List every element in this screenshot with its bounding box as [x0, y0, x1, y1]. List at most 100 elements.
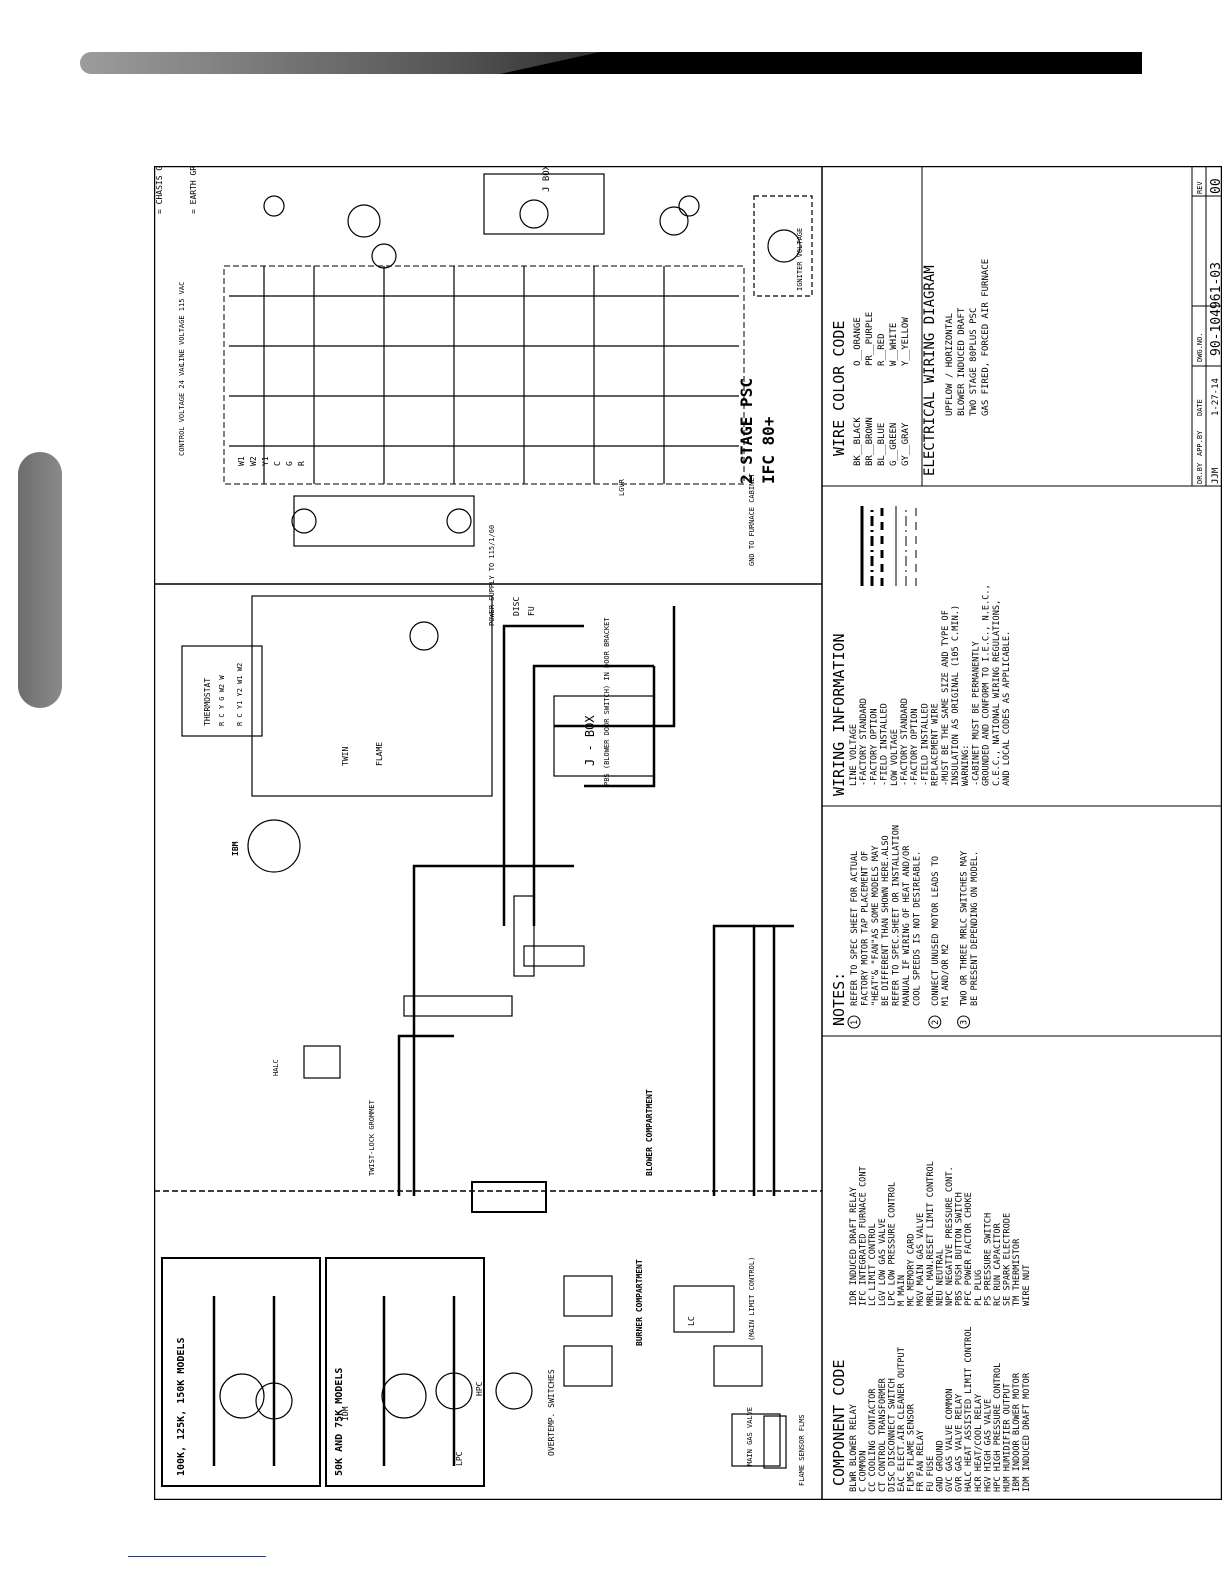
note-number: 3 — [960, 1020, 970, 1025]
lpc-label: LPC — [455, 1451, 464, 1466]
component-code-right-6: MC MEMORY CARD — [907, 1234, 917, 1306]
component-code-right-8: MRLC MAN.RESET LIMIT CONTROL — [926, 1161, 936, 1306]
component-code-right-5: M MAIN — [897, 1275, 907, 1306]
wiring-info-line-1: -FACTORY STANDARD — [859, 698, 869, 786]
fu-label: FU — [527, 606, 536, 616]
subtitle-line-3: TWO STAGE 80PLUS PSC — [969, 308, 979, 416]
component-code-left-8: FU FUSE — [926, 1456, 936, 1492]
wiring-info-line-6: -FACTORY OPTION — [910, 708, 920, 786]
date-value: 1-27-14 — [1211, 378, 1221, 416]
component-code-left-1: C COMMON — [859, 1451, 869, 1492]
wiring-info-line-9: -MUST BE THE SAME SIZE AND TYPE OF — [941, 610, 951, 786]
wiring-information-block: WIRING INFORMATION LINE VOLTAGE-FACTORY … — [830, 506, 1012, 796]
component-code-left-16: HUM HUMIDIFIER OUTPUT — [1003, 1383, 1013, 1492]
note-line: REFER TO SPEC.SHEET OR INSTALLATION — [892, 825, 902, 1006]
component-code-right-17: TM THERMISTOR — [1012, 1238, 1022, 1306]
note-number: 2 — [931, 1020, 941, 1025]
note-line: M1 AND/OR M2 — [941, 944, 951, 1006]
component-code-left-6: FLMS FLAME SENSOR — [907, 1403, 917, 1492]
flame-sensor-label: FLAME SENSOR FLMS — [798, 1414, 806, 1486]
idm-label: IDM — [341, 1406, 350, 1421]
wiring-info-line-7: -FIELD INSTALLED — [920, 703, 930, 786]
component-code-left-18: IDM INDUCED DRAFT MOTOR — [1022, 1372, 1032, 1492]
models-bottom-label: 50K AND 75K MODELS — [334, 1368, 345, 1476]
flame-label: FLAME — [375, 742, 384, 766]
component-code-right-16: SE SPARK ELECTRODE — [1003, 1213, 1013, 1306]
rev-label: REV — [1196, 181, 1204, 194]
component-code-left-7: FR FAN RELAY — [916, 1429, 926, 1492]
terminal-g: G — [285, 461, 294, 466]
component-code-right-11: PBS PUSH BUTTON SWITCH — [955, 1192, 965, 1306]
overtemp-label: OVERTEMP. SWITCHES — [547, 1369, 556, 1456]
dr-by-label: DR.BY — [1196, 462, 1204, 484]
disc-label: DISC — [512, 597, 521, 616]
thermostat-terms-2: R C Y1 Y2 W1 W2 — [236, 663, 244, 726]
app-by-label: APP.BY — [1196, 430, 1204, 456]
terminal-w2: W2 — [249, 456, 258, 466]
component-code-left-5: EAC ELECT.AIR CLEANER OUTPUT — [897, 1347, 907, 1492]
twin-label: TWIN — [341, 747, 350, 766]
wiring-info-line-2: -FACTORY OPTION — [869, 708, 879, 786]
dr-by-value: JJM — [1211, 467, 1221, 484]
terminal-c: C — [273, 461, 282, 466]
wire-color-left-3: G__GREEN — [889, 423, 899, 466]
wiring-info-line-11: WARNING: — [961, 745, 971, 786]
component-code-left-0: BLWR BLOWER RELAY — [849, 1403, 859, 1492]
title-block: ELECTRICAL WIRING DIAGRAM UPFLOW / HORIZ… — [921, 166, 1222, 486]
component-code-left-4: DISC DISCONNECT SWITCH — [887, 1378, 897, 1492]
halc-label: HALC — [272, 1059, 280, 1076]
component-code-right-14: PS PRESSURE SWITCH — [983, 1213, 993, 1306]
jbox-schematic-label: J - BOX — [583, 715, 597, 766]
board-label: 2 STAGE PSC — [737, 378, 756, 484]
notes-title: NOTES: — [830, 972, 848, 1026]
component-code-left-2: CC COOLING CONTACTOR — [868, 1388, 878, 1492]
note-line: BE PRESENT DEPENDING ON MODEL. — [970, 851, 980, 1006]
wiring-info-line-8: REPLACEMENT WIRE — [931, 703, 941, 786]
component-code-right-4: LPC LOW PRESSURE CONTROL — [887, 1182, 897, 1306]
models-top-label: 100K, 125K, 150K MODELS — [176, 1338, 187, 1476]
component-code-left-14: HGV HIGH GAS VALVE — [983, 1399, 993, 1492]
subtitle-line-2: BLOWER INDUCED DRAFT — [957, 307, 967, 416]
component-code-right-1: IFC INTEGRATED FURNACE CONT — [859, 1166, 869, 1306]
component-code-right-9: NEU NEUTRAL — [935, 1249, 945, 1306]
wiring-info-line-0: LINE VOLTAGE — [849, 724, 859, 786]
note-line: REFER TO SPEC SHEET FOR ACTUAL — [850, 851, 860, 1006]
component-code-right-10: NPC NEGATIVE PRESSURE CONT. — [945, 1166, 955, 1306]
lc-label: LC — [687, 1316, 696, 1326]
wire-color-right-1: PR__PURPLE — [865, 312, 875, 366]
connection-schematic: 100K, 125K, 150K MODELS 50K AND 75K MODE… — [154, 525, 822, 1487]
component-code-right-15: RC RUN CAPACITOR — [993, 1222, 1003, 1306]
thermostat-label: THERMOSTAT — [203, 678, 212, 726]
note-line: TWO OR THREE MRLC SWITCHES MAY — [960, 850, 970, 1006]
wire-color-left-0: BK__BLACK — [853, 417, 863, 466]
page-rule — [128, 1556, 266, 1557]
component-code-right-12: PFC POWER FACTOR CHOKE — [964, 1192, 974, 1306]
wire-color-right-2: R__RED — [877, 333, 887, 366]
note-line: BE DIFFERENT THAN SHOWN HERE.ALSO — [881, 835, 891, 1006]
wiring-info-title: WIRING INFORMATION — [830, 633, 848, 796]
wiring-info-line-10: INSULATION AS ORIGINAL (105 C.MIN.) — [951, 605, 961, 786]
jbox-label: J BOX — [542, 166, 552, 192]
date-label: DATE — [1196, 399, 1204, 416]
note-line: COOL SPEEDS IS NOT DESIREABLE. — [912, 851, 922, 1006]
lc-sublabel: (MAIN LIMIT CONTROL) — [748, 1257, 756, 1341]
wiring-diagram: = CHASIS GROUND = EARTH GROUND 2 STAGE P… — [154, 166, 1222, 1500]
wire-color-left-1: BR__BROWN — [865, 417, 875, 466]
control-voltage-label: CONTROL VOLTAGE 24 VAC — [178, 363, 186, 456]
component-code-right-18: WIRE NUT — [1022, 1265, 1032, 1306]
power-supply-label: POWER SUPPLY TO 115/1/60 — [488, 525, 496, 626]
pbs-label: PBS (BLOWER DOOR SWITCH) IN DOOR BRACKET — [603, 617, 611, 786]
note-number: 1 — [850, 1020, 860, 1025]
component-code-right-3: LGV LOW GAS VALVE — [878, 1218, 888, 1306]
wire-color-left-2: BL__BLUE — [877, 423, 887, 466]
wiring-info-line-14: C.E.C., NATIONAL WIRING REGULATIONS, — [992, 600, 1002, 786]
wiring-info-line-5: -FACTORY STANDARD — [900, 698, 910, 786]
burner-compartment-label: BURNER COMPARTMENT — [635, 1259, 644, 1346]
subtitle-line-1: UPFLOW / HORIZONTAL — [945, 313, 955, 416]
igniter-voltage-label: IGNITER VOLTAGE — [796, 228, 804, 291]
earth-ground-label: = EARTH GROUND — [189, 166, 198, 214]
rev-value: 00 — [1209, 178, 1222, 194]
